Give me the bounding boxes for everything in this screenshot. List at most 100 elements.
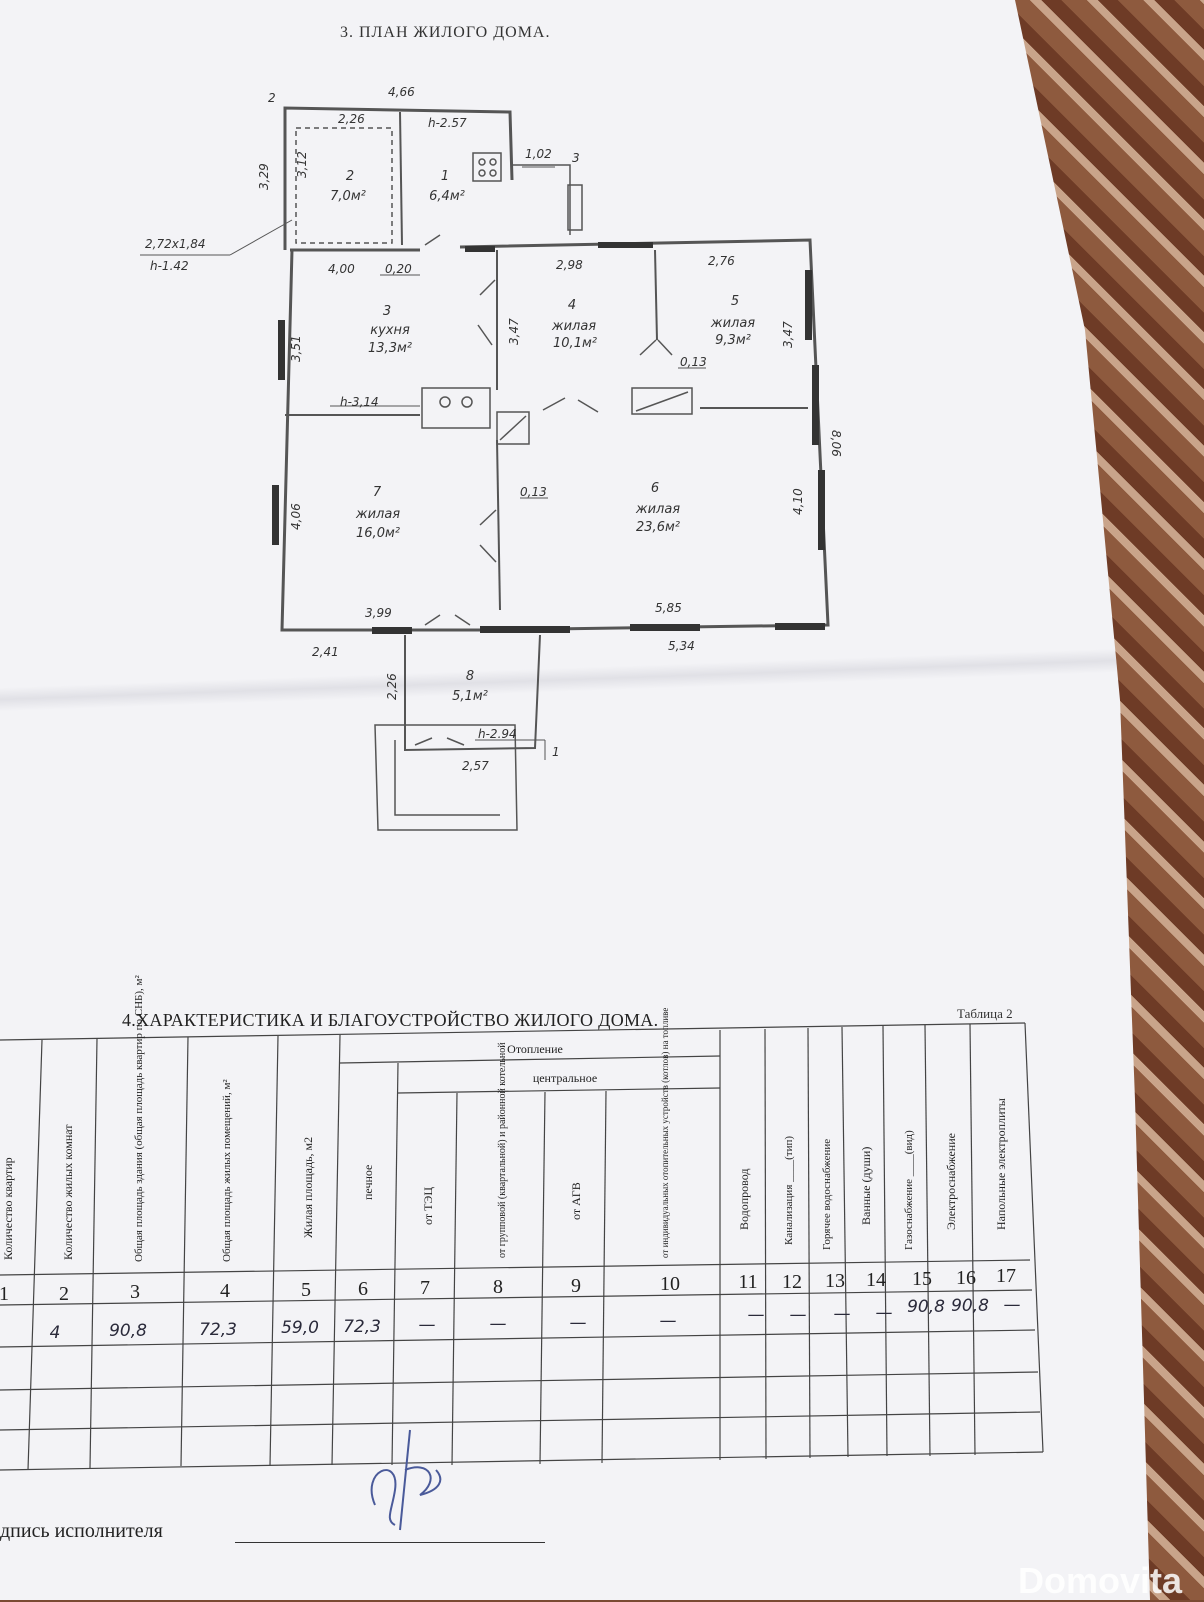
value-electricity: 90,8 [951,1296,989,1316]
col-header-15: Газоснабжение ____(вид) [903,1130,915,1250]
dim-label: 2,57 [462,759,489,773]
col-header-3: Общая площадь здания (общая площадь квар… [133,975,145,1262]
heater-icon [631,387,693,415]
col-header-16: Электроснабжение [944,1133,958,1230]
col-header-17: Напольные электроплиты [994,1098,1008,1230]
col-number: 15 [912,1268,932,1290]
dim-label: 2,26 [385,673,399,700]
col-header-8: от групповой (квартальной) и районной ко… [497,1042,508,1258]
col-number: 4 [220,1280,230,1302]
col-header-10: от индивидуальных отопительных устройств… [660,1008,670,1258]
col-header-13: Горячее водоснабжение [821,1139,833,1250]
room-2-number: 2 [346,169,354,184]
value-stove-heating: 72,3 [343,1317,381,1337]
room-7-number: 7 [373,485,382,500]
dim-label: 4,06 [289,503,303,530]
col-number: 10 [660,1273,680,1295]
room-5-area: 9,3м² [715,333,751,348]
col-number: 16 [956,1267,976,1289]
room-1-number: 1 [441,169,449,184]
document-page: 3. ПЛАН ЖИЛОГО ДОМА. [0,0,1150,1600]
value-gas: 90,8 [907,1297,945,1317]
dim-label: 0,20 [385,262,412,276]
value-rooms: 4 [50,1323,61,1343]
central-group-label: центральное [533,1071,597,1085]
room-6-number: 6 [651,481,659,496]
col-number: 17 [996,1265,1016,1287]
col-number: 6 [358,1278,368,1300]
dim-label: 2 [268,91,276,105]
room-3-number: 3 [383,304,391,319]
col-header-6: печное [361,1165,375,1200]
dim-label: 4,10 [791,488,805,515]
col-header-11: Водопровод [737,1168,751,1230]
section-title: 4.ХАРАКТЕРИСТИКА И БЛАГОУСТРОЙСТВО ЖИЛОГ… [122,1010,659,1030]
col-number: 8 [493,1276,503,1298]
dim-label: 5,85 [655,601,682,615]
signature-label: дпись исполнителя [0,1520,163,1542]
dim-label: 0,13 [520,485,547,499]
value-total-living-premises: 72,3 [199,1320,237,1340]
col-number: 14 [866,1269,886,1291]
room-2-area: 7,0м² [330,189,366,204]
col-number: 3 [130,1281,140,1303]
room-5-number: 5 [731,294,739,309]
floor-plan: 2 7,0м² 1 6,4м² 3 кухня 13,3м² 4 жилая 1… [140,85,843,831]
dim-label: 3,51 [289,335,303,362]
signature-line [235,1542,545,1543]
value-col12: — [790,1305,807,1325]
dim-label: 3,12 [295,151,309,178]
dim-label: 1 [552,745,560,759]
room-3-area: 13,3м² [368,341,412,356]
room-3-name: кухня [370,323,410,338]
value-col11: — [748,1305,765,1325]
room-4-area: 10,1м² [553,336,597,351]
dim-label: 2,98 [556,258,583,272]
dim-label: 0,13 [680,355,707,369]
col-number: 1 [0,1283,9,1305]
dim-label: 3,29 [257,163,271,190]
col-header-4: Общая площадь жилых помещений, м² [221,1079,233,1262]
value-col14: — [876,1303,893,1323]
value-col7: — [419,1315,436,1335]
dim-label: 1,02 [525,147,552,161]
value-total-building-area: 90,8 [109,1321,147,1341]
col-header-7: от ТЭЦ [421,1187,435,1225]
value-col17: — [1004,1295,1021,1315]
col-header-1: Количество квартир [1,1157,15,1260]
room-4-name: жилая [551,319,596,334]
dim-label: 3,99 [365,606,392,620]
room-8-number: 8 [466,669,474,684]
dim-label: h-3,14 [340,395,379,409]
col-header-12: Канализация ____(тип) [783,1136,795,1245]
oven-icon [496,411,530,445]
dim-label: h-2.94 [478,727,517,741]
dim-label: 2,26 [338,112,365,126]
plan-title: 3. ПЛАН ЖИЛОГО ДОМА. [340,24,551,41]
col-number: 2 [59,1283,69,1305]
table-number: Таблица 2 [957,1006,1013,1021]
dim-label: 2,72x1,84 [145,237,206,251]
dim-label: 3,47 [781,321,795,348]
value-col10: — [660,1311,677,1331]
col-number: 13 [825,1270,845,1292]
room-4-number: 4 [568,298,576,313]
room-6-name: жилая [635,502,680,517]
annex-wall [283,106,514,250]
dim-label: 4,66 [388,85,415,99]
paper-fold [0,640,1120,720]
signature-scribble [370,1429,442,1531]
cooktop-icon [472,152,502,182]
room-6-area: 23,6м² [636,520,680,535]
dim-label: 3,47 [507,318,521,345]
room-7-area: 16,0м² [356,526,400,541]
col-number: 7 [420,1277,430,1299]
col-header-14: Ванные (души) [859,1147,873,1225]
dim-label: 2,41 [312,645,339,659]
characteristics-table: Отопление центральное Количество квартир… [0,975,1044,1531]
col-number: 12 [782,1271,802,1293]
col-number: 5 [301,1279,311,1301]
col-header-9: от АГВ [569,1182,583,1220]
col-header-5: Жилая площадь, м2 [301,1137,315,1238]
room-7-name: жилая [355,507,400,522]
